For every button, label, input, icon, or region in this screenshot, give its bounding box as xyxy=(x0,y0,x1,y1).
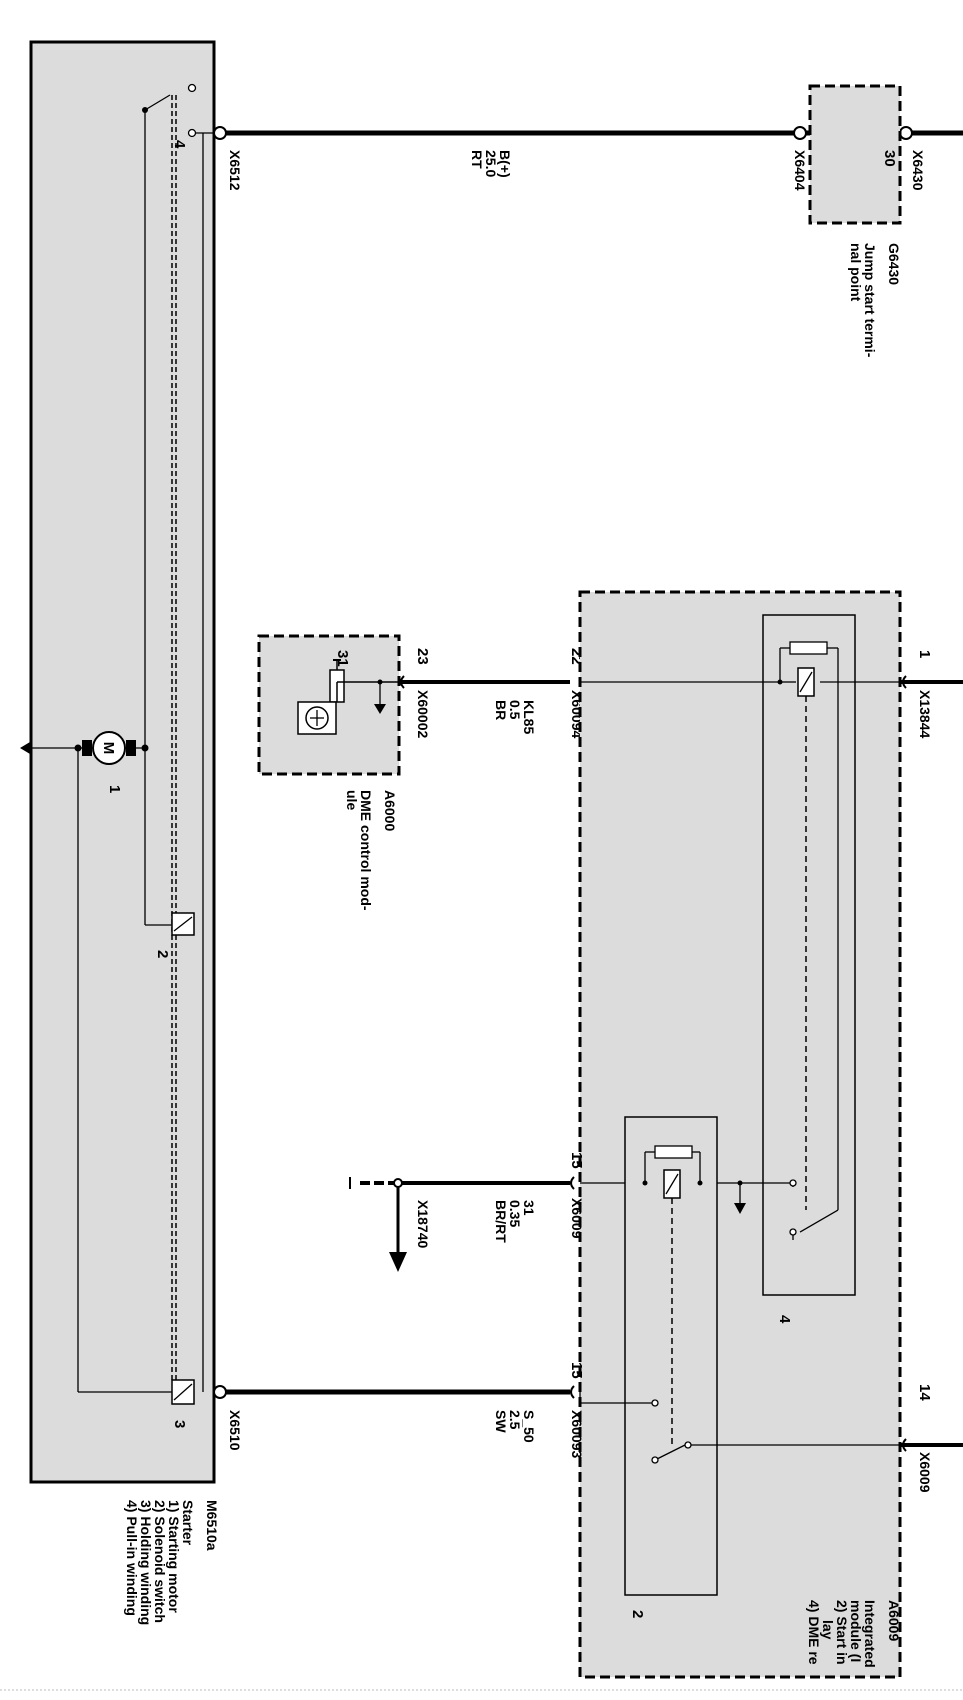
starter-caption: M6510a Starter 1) Starting motor 2) Sole… xyxy=(124,1500,220,1625)
wire-kl85-size: 0.5 xyxy=(507,700,523,720)
wire-31-color: BR/RT xyxy=(493,1200,509,1243)
dme-ref: A6000 xyxy=(382,790,398,831)
module-desc-4: lay xyxy=(820,1620,836,1640)
starting-motor-symbol: M xyxy=(82,731,136,765)
wire-s50-signal: S_50 xyxy=(521,1410,537,1443)
motor-tag: 1 xyxy=(106,785,123,793)
connector-x60093 xyxy=(570,1385,575,1399)
starter-part-1: 1) Starting motor xyxy=(166,1500,182,1613)
starter-part-4: 4) Pull-in winding xyxy=(124,1500,140,1616)
switch-contact-bottom xyxy=(187,128,197,138)
wire-s50-color: SW xyxy=(493,1410,509,1433)
module-caption: A6009 Integrated module (I 2) Start in l… xyxy=(806,1600,902,1668)
connector-label-x60093: X60093 xyxy=(569,1410,585,1458)
ground-arrow-starter xyxy=(20,742,30,754)
wire-kl85-color: BR xyxy=(493,700,509,720)
connector-x60002 xyxy=(400,675,405,689)
module-desc-3: 2) Start in xyxy=(834,1600,850,1665)
starter-name: Starter xyxy=(180,1500,196,1546)
connector-x6430 xyxy=(899,126,913,140)
x13844-pin: 1 xyxy=(916,650,933,658)
connector-label-x6512: X6512 xyxy=(227,150,243,191)
starter-part-2: 2) Solenoid switch xyxy=(152,1500,168,1623)
holding-tag: 3 xyxy=(171,1420,188,1428)
connector-label-x6430: X6430 xyxy=(910,150,926,191)
start-relay-tag: 2 xyxy=(629,1610,646,1618)
starter-internal-wiring xyxy=(31,94,214,1393)
solenoid-tag: 2 xyxy=(154,950,171,958)
wire-s50-pin: 15 xyxy=(568,1362,585,1379)
wire-31-signal: 31 xyxy=(521,1200,537,1216)
ground-splice-x18740 xyxy=(393,1178,403,1188)
connector-label-x13844: X13844 xyxy=(917,690,933,738)
module-desc-5: 4) DME re xyxy=(806,1600,822,1665)
connector-x6404 xyxy=(793,126,807,140)
wire-b-signal: B(+) xyxy=(497,150,513,178)
ground-arrow-x18740 xyxy=(389,1252,407,1272)
connector-x6510 xyxy=(213,1385,227,1399)
dme-relay-resistor xyxy=(789,641,828,655)
start-relay-resistor xyxy=(654,1145,693,1159)
connector-label-x6009-out: X6009 xyxy=(917,1452,933,1493)
x6009-out-pin: 14 xyxy=(916,1384,933,1401)
wire-b-size: 25.0 xyxy=(483,150,499,177)
switch-contact-top xyxy=(187,83,197,93)
connector-x6009-in xyxy=(570,1176,575,1190)
module-desc-1: Integrated xyxy=(862,1600,878,1668)
module-ref: A6009 xyxy=(886,1600,902,1641)
svg-text:M: M xyxy=(100,742,117,755)
dme-internal-circuit xyxy=(297,659,400,735)
dme-ground-pin: 31 xyxy=(334,650,351,667)
connector-x6009-out xyxy=(902,1438,907,1452)
wire-s50-size: 2.5 xyxy=(507,1410,523,1430)
starter-box xyxy=(29,40,216,1484)
dme-relay-tag: 4 xyxy=(776,1315,793,1324)
connector-label-x6009-in: X6009 xyxy=(569,1198,585,1239)
connector-x6512 xyxy=(213,126,227,140)
jump-start-desc-1: Jump start termi- xyxy=(862,243,878,358)
connector-label-x6510: X6510 xyxy=(227,1410,243,1451)
jump-start-box xyxy=(808,84,902,225)
start-relay-internal xyxy=(580,1151,900,1461)
dme-desc-2: ule xyxy=(344,790,360,810)
dme-output-pin: 23 xyxy=(414,648,431,665)
starter-ref: M6510a xyxy=(204,1500,220,1551)
jump-start-desc-2: nal point xyxy=(848,243,864,302)
wire-31-pin: 15 xyxy=(568,1152,585,1169)
dme-desc-1: DME control mod- xyxy=(358,790,374,911)
connector-label-x18740: X18740 xyxy=(415,1200,431,1248)
connector-label-x60002: X60002 xyxy=(415,690,431,738)
pullin-tag: 4 xyxy=(171,140,188,149)
dme-relay-box xyxy=(762,614,856,1296)
wire-kl85-signal: KL85 xyxy=(521,700,537,734)
jump-start-ref: G6430 xyxy=(886,243,902,285)
module-desc-2: module (I xyxy=(848,1600,864,1662)
wire-b-color: RT xyxy=(469,150,485,169)
jump-start-pin: 30 xyxy=(881,150,898,167)
connector-label-x6404: X6404 xyxy=(792,150,808,191)
connector-x13844 xyxy=(902,675,907,689)
starter-part-3: 3) Holding winding xyxy=(138,1500,154,1625)
wire-31-size: 0.35 xyxy=(507,1200,523,1227)
